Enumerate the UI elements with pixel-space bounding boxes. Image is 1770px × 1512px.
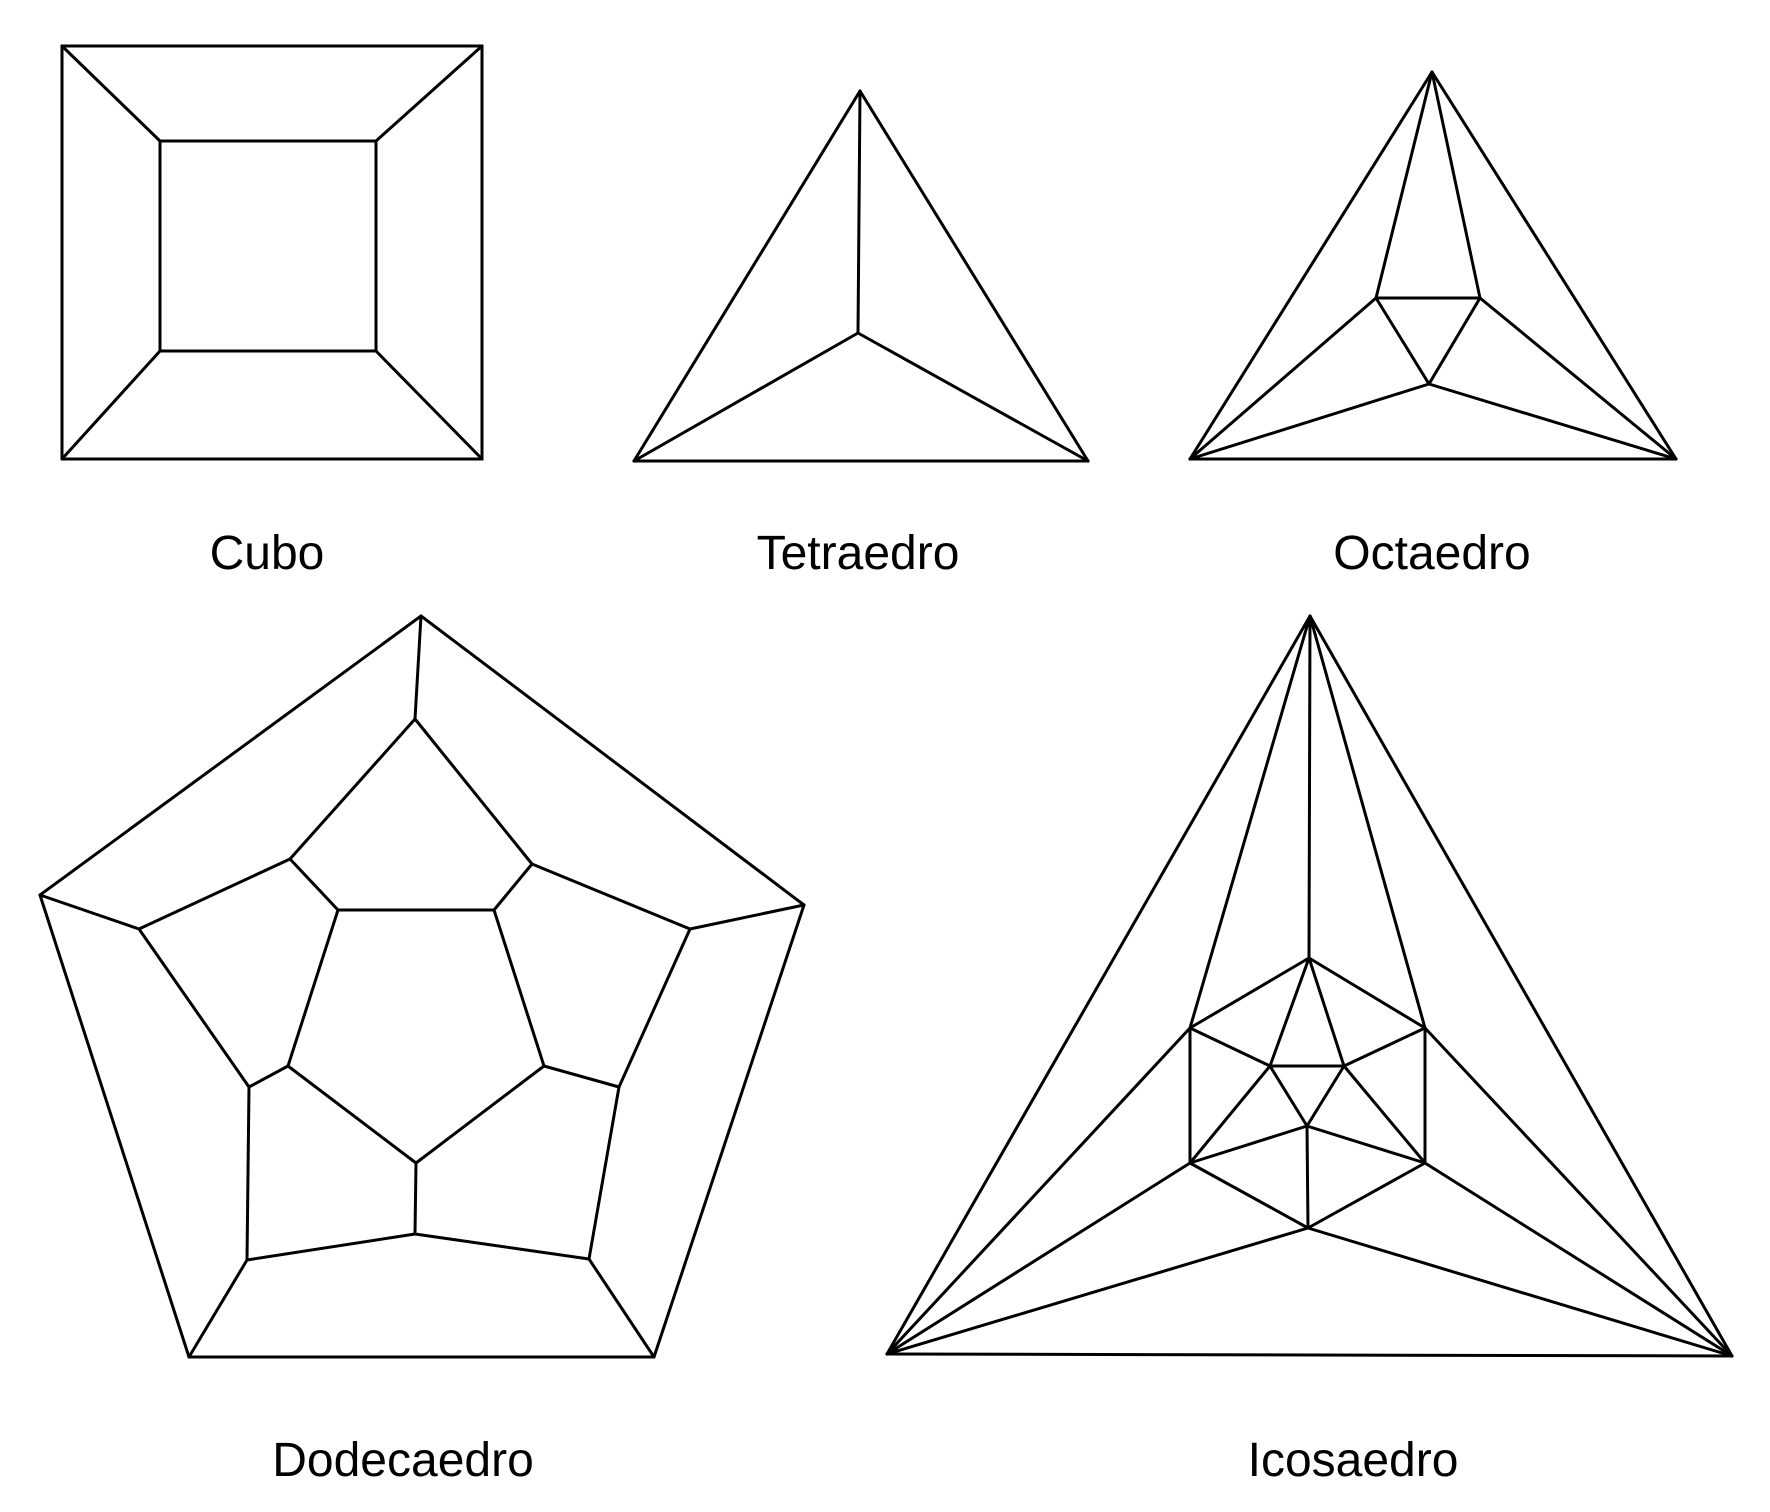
icosaedro-edge-27	[1188, 1124, 1309, 1165]
icosaedro-edge-15	[885, 1026, 1192, 1356]
cubo-edge-10	[374, 349, 484, 461]
tetrahedron-graph	[632, 89, 1090, 463]
dodecaedro-edge-10	[245, 1232, 417, 1262]
dodecaedro-edge-8	[587, 1085, 621, 1261]
dodecaedro-edge-17	[414, 1064, 546, 1165]
dodecaedro-edge-29	[288, 857, 340, 912]
label-octaedro: Octaedro	[1333, 527, 1531, 580]
tetraedro-edge-2	[858, 89, 1090, 463]
icosaedro-edge-24	[1188, 1064, 1272, 1165]
octaedro-edge-4	[1427, 296, 1482, 386]
icosaedro-edge-29	[1305, 1124, 1310, 1230]
octaedro-edge-9	[1188, 382, 1431, 461]
dodecaedro-edge-22	[587, 1257, 656, 1359]
icosaedro-edge-12	[1307, 614, 1312, 960]
octaedro-edge-8	[1188, 296, 1378, 461]
label-icosaedro: Icosaedro	[1247, 1434, 1459, 1487]
octaedro-edge-2	[1430, 70, 1678, 461]
octaedro-edge-0	[1188, 70, 1434, 461]
cubo-edge-11	[60, 349, 162, 461]
dodecaedro-edge-13	[137, 857, 292, 931]
icosaedro-edge-6	[1188, 1161, 1310, 1230]
icosaedro-edge-0	[885, 614, 1312, 1356]
dodecaedro-edge-7	[617, 927, 692, 1089]
octaedro-edge-11	[1427, 382, 1678, 461]
dodecaedro-edge-4	[38, 614, 423, 897]
tetraedro-edge-5	[856, 331, 1090, 463]
dodecaedro-edge-11	[245, 1085, 251, 1262]
cube-graph	[60, 44, 484, 461]
octaedro-edge-7	[1430, 70, 1482, 300]
icosaedro-edge-5	[1306, 1161, 1427, 1230]
dodecaedro-edge-16	[492, 908, 546, 1068]
dodecaedro-edge-18	[286, 1064, 418, 1165]
octahedron-graph	[1188, 70, 1678, 461]
icosaedro-edge-3	[1307, 956, 1427, 1030]
dodecaedro-edge-25	[492, 862, 534, 912]
icosaedro-edge-13	[1188, 614, 1312, 1030]
icosaedro-edge-26	[1342, 1064, 1427, 1165]
dodecaedro-edge-0	[419, 614, 806, 907]
dodecaedro-edge-19	[286, 908, 340, 1068]
dodecahedron-graph	[38, 614, 806, 1359]
dodecaedro-edge-9	[413, 1232, 591, 1261]
label-cubo: Cubo	[209, 527, 325, 580]
dodecaedro-edge-14	[288, 717, 417, 861]
icosaedro-edge-18	[1423, 1161, 1734, 1358]
tetraedro-edge-3	[856, 89, 862, 335]
icosahedron-graph	[885, 614, 1734, 1358]
icosaedro-edge-14	[1308, 614, 1427, 1030]
dodecaedro-edge-1	[652, 903, 806, 1359]
dodecaedro-edge-3	[38, 893, 191, 1359]
octaedro-edge-10	[1478, 296, 1678, 461]
icosaedro-edge-10	[1305, 1064, 1346, 1128]
icosaedro-edge-23	[1188, 1026, 1272, 1068]
icosaedro-edge-20	[1423, 1026, 1734, 1358]
dodecaedro-edge-6	[530, 862, 692, 931]
label-tetraedro: Tetraedro	[756, 527, 960, 580]
dodecaedro-edge-21	[688, 903, 806, 931]
tetraedro-edge-0	[632, 89, 862, 463]
icosaedro-edge-21	[1268, 956, 1311, 1068]
icosaedro-edge-1	[885, 1352, 1734, 1358]
icosaedro-edge-22	[1307, 956, 1346, 1068]
dodecaedro-edge-12	[137, 927, 251, 1089]
icosaedro-edge-28	[1305, 1124, 1427, 1165]
cubo-edge-9	[374, 44, 484, 143]
icosaedro-edge-25	[1342, 1026, 1427, 1068]
dodecaedro-edge-26	[542, 1064, 621, 1089]
dodecaedro-edge-23	[187, 1258, 249, 1359]
icosaedro-edge-17	[885, 1226, 1310, 1356]
dodecaedro-edge-27	[413, 1161, 418, 1236]
dodecaedro-edge-24	[38, 893, 141, 931]
dodecaedro-edge-5	[413, 717, 534, 866]
dodecaedro-edge-28	[247, 1064, 290, 1089]
icosaedro-edge-11	[1268, 1064, 1309, 1128]
icosaedro-edge-16	[885, 1161, 1192, 1356]
tetraedro-edge-4	[632, 331, 860, 463]
cubo-edge-8	[60, 44, 162, 143]
icosaedro-edge-2	[1308, 614, 1734, 1358]
octaedro-edge-5	[1374, 296, 1431, 386]
dodecaedro-edge-20	[413, 614, 423, 721]
octaedro-edge-6	[1374, 70, 1434, 300]
icosaedro-edge-19	[1306, 1226, 1734, 1358]
label-dodecaedro: Dodecaedro	[272, 1434, 534, 1487]
icosaedro-edge-8	[1188, 956, 1311, 1030]
